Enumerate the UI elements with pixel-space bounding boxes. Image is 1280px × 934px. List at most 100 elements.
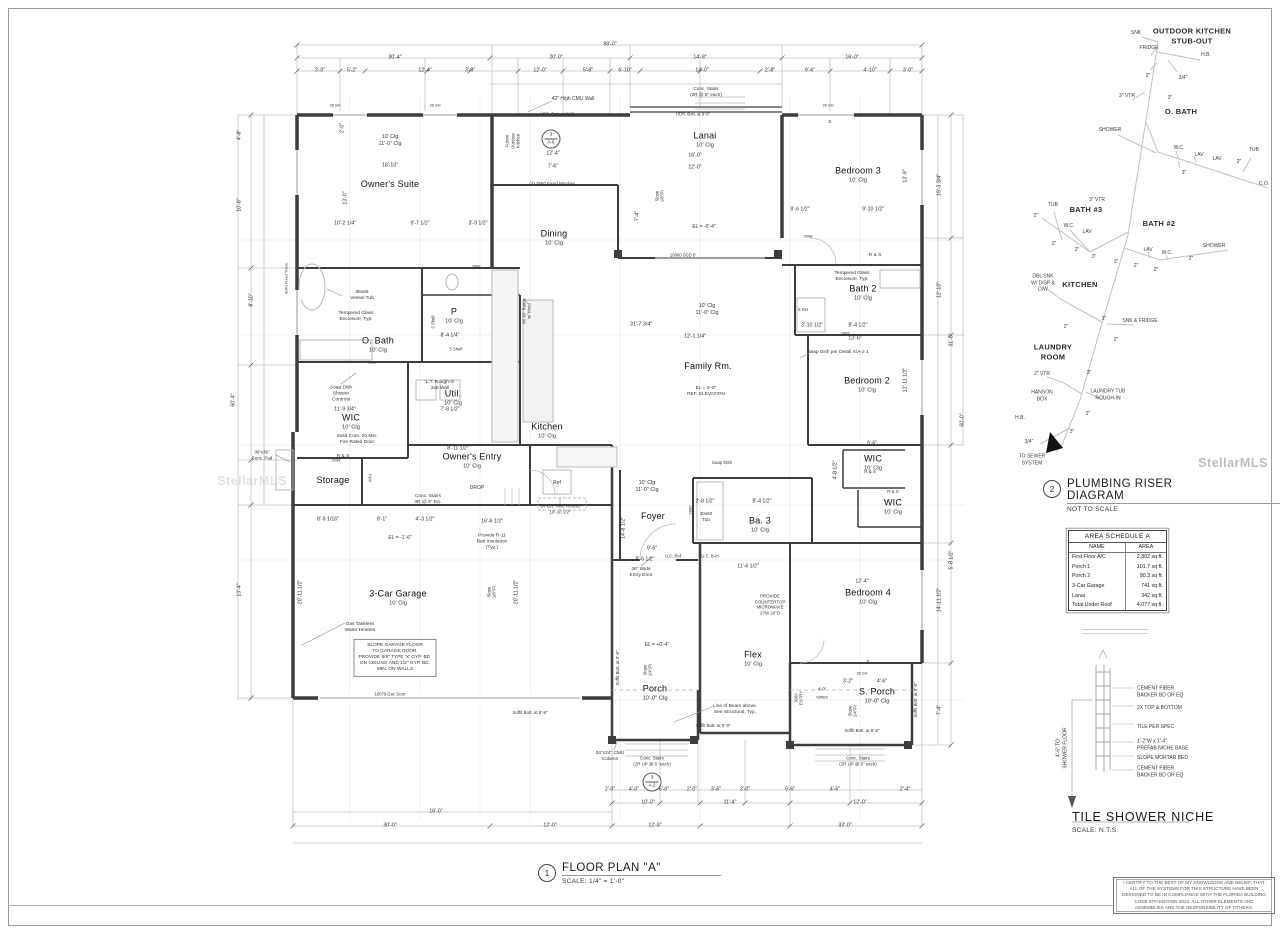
schedule-col-name: NAME <box>1069 542 1126 553</box>
dimension-label: 16'-6 1/2" <box>481 518 503 525</box>
dimension-label: 7'-8 1/2" <box>440 406 460 413</box>
schedule-name-cell: Lanai <box>1072 592 1085 599</box>
schedule-area-cell: 4,077 sq ft. <box>1124 600 1166 611</box>
annotation: 10' Clg 11'-0" Clg <box>635 479 659 493</box>
dimension-lines <box>237 44 964 844</box>
schedule-name-cell: Total Under Roof <box>1072 602 1112 609</box>
room-label: Util.10' Clg <box>444 388 462 407</box>
annotation: (2) 3650 Fixed Window <box>529 181 575 187</box>
riser-fixture-label: DBL SNK W/ DISP & D/W <box>1031 273 1055 293</box>
annotation: W/ 30" Range w/ Hood <box>521 298 532 324</box>
annotation: U.C. Ref <box>664 553 682 559</box>
dimension-label: 11'-6 1/2" <box>737 563 759 570</box>
dimension-label: 9'-10 1/2" <box>862 206 884 213</box>
dimension-label: 12'-0" <box>533 67 547 74</box>
dimension-label: 2'-8" <box>764 67 776 74</box>
ceiling-height-label: 10' Clg <box>858 387 876 394</box>
annotation: 2068 <box>331 457 341 463</box>
dimension-label: 7'-4" <box>936 704 943 716</box>
annotation: Soap Dish per Detail X/A-2 1 <box>807 349 869 355</box>
annotation: Slope 1/4"/Ft <box>847 704 858 718</box>
riser-fixture-label: SHOWER <box>1098 126 1122 133</box>
vessel-tub <box>298 263 326 311</box>
annotation: E <box>866 659 870 665</box>
dimension-label: 14'-8 1/2" <box>620 517 627 539</box>
ceiling-height-label: 10' Clg <box>389 600 407 607</box>
dimension-label: 2'-0" <box>686 786 698 793</box>
schedule-col-area: AREA <box>1124 542 1166 553</box>
dimension-label: 88'-0" <box>603 41 617 48</box>
annotation: 24"x24" CMU Column <box>595 750 625 762</box>
riser-fixture-label: SNK <box>1130 29 1142 36</box>
annotation: Slope 1/8"/Ft <box>654 189 665 203</box>
schedule-name-cell: Porch 1 <box>1072 563 1091 570</box>
dimension-label: 9'-6" <box>804 67 816 74</box>
riser-fixture-label: W.C. <box>1063 222 1075 229</box>
niche-callout-label: SLOPE MORTAR BED <box>1137 754 1188 761</box>
dimension-label: 12'-10" <box>936 281 943 299</box>
schedule-name-cell: First Floor A/C <box>1072 554 1106 561</box>
niche-callout-label: 4'-6" TO SHOWER FLOOR <box>1055 727 1069 769</box>
annotation: 5 Shelf <box>449 346 463 352</box>
dimension-label: 5'-2" <box>346 67 358 74</box>
dimension-label: 2'-8 1/2" <box>695 498 715 505</box>
schedule-name-cell: Porch 2 <box>1072 573 1091 580</box>
niche-callout-label: CEMENT FIBER BACKER BD OR EQ <box>1137 765 1184 779</box>
dimension-label: 13'-9" <box>902 169 909 183</box>
riser-fixture-label: FRIDGE <box>1139 44 1159 51</box>
copyright-note: I CERTIFY TO THE BEST OF MY KNOWLEDGE AN… <box>1122 880 1266 910</box>
dimension-label: 8'-4 1/2" <box>752 498 772 505</box>
annotation: 2868 <box>471 263 481 269</box>
riser-fixture-label: 3" VTR <box>1119 92 1135 99</box>
annotation: Solid Core, 20 Min. Fire Rated Door <box>336 433 378 445</box>
dimension-label: 9'-6" <box>866 440 878 447</box>
watermark-stellar-right: StellarMLS <box>1198 456 1268 470</box>
dimension-label: 8'-9 1/16" <box>317 516 339 523</box>
dimension-label: 5'-8" <box>582 67 594 74</box>
copyright-box: I CERTIFY TO THE BEST OF MY KNOWLEDGE AN… <box>1113 877 1275 914</box>
detail-marker-text: 3 <box>645 775 659 783</box>
riser-room-label: OUTDOOR KITCHEN STUB-OUT <box>1152 26 1232 45</box>
riser-fixture-label: LAUNDRY TUB ROUGH-IN <box>1090 388 1126 402</box>
ceiling-height-label: 10'-0" Clg <box>642 695 668 702</box>
ceiling-height-label: 10' Clg <box>538 433 556 440</box>
dimension-label: 14'-8" <box>693 54 707 61</box>
riser-fixture-label: 2" <box>1236 158 1242 165</box>
sewer-arrow <box>1046 432 1063 453</box>
riser-fixture-label: 3" VTR <box>1089 196 1105 203</box>
annotation: Soffit Bott. at 9'-8" <box>512 710 548 716</box>
area-schedule-title: AREA SCHEDULE A <box>1069 531 1166 543</box>
ceiling-height-label: 10' Clg <box>445 318 463 325</box>
annotation: EL = -1'-6" <box>388 534 412 541</box>
riser-fixture-label: H.B. <box>1201 51 1211 58</box>
riser-fixture-label: C.O. <box>1258 180 1270 187</box>
ceiling-height-label: 10' Clg <box>864 465 882 472</box>
riser-fixture-label: 3" <box>1101 315 1107 322</box>
riser-fixture-label: 3" <box>1113 258 1119 265</box>
annotation: L.T. Rough-In 2x6 Wall <box>425 379 455 391</box>
annotation: Line of Beam above. See Structural, Typ. <box>712 703 758 715</box>
dimension-label: 10'-0" <box>641 799 655 806</box>
dimension-label: 13'-0" <box>342 191 349 205</box>
dimension-label: 8'-10" <box>248 293 255 307</box>
riser-fixture-label: 2" <box>1188 255 1194 262</box>
dimension-label: 60'-4" <box>230 393 237 407</box>
dimension-label: 8'-4 1/2" <box>848 322 868 329</box>
riser-lines <box>1039 36 1269 453</box>
floor-plan-title: FLOOR PLAN "A" <box>562 862 721 876</box>
dimension-label: 3'-10 1/2" <box>801 322 823 329</box>
dimension-label: 4'-6" <box>829 786 841 793</box>
annotation: SLOPE GARAGE FLOOR TO GARAGE DOOR. PROVI… <box>353 638 437 678</box>
copyright-inner-border: I CERTIFY TO THE BEST OF MY KNOWLEDGE AN… <box>1116 879 1272 912</box>
annotation: 5 SH <box>798 307 808 313</box>
dimension-label: 30'-4" <box>388 54 402 61</box>
annotation: 5 Shelf <box>430 315 436 329</box>
dimension-label: 8'-4 1/4" <box>440 332 460 339</box>
dimension-label: 14'-11 1/2" <box>936 587 943 613</box>
